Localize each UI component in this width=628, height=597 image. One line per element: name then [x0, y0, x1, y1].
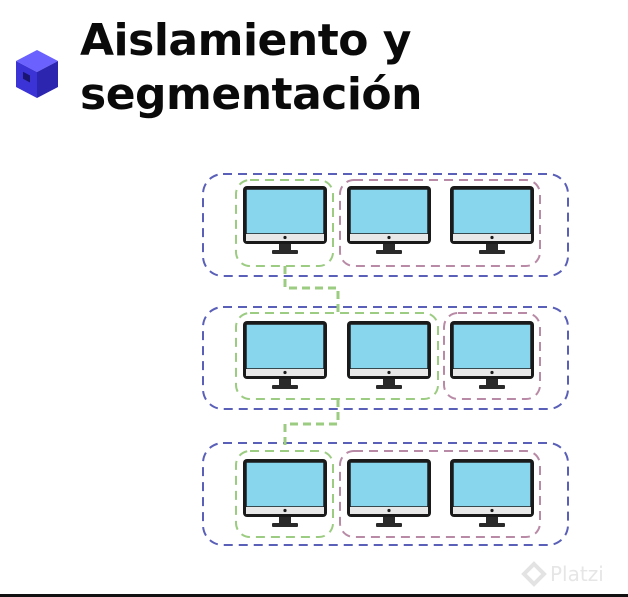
link-row-2-to-3 [283, 399, 340, 451]
green-segment-row-1 [235, 179, 334, 267]
title-line-1: Aislamiento y [80, 15, 411, 66]
monitor-icon [347, 321, 431, 389]
computers [243, 186, 534, 527]
platzi-watermark: Platzi [550, 562, 604, 586]
monitor-icon [450, 459, 534, 527]
monitor-icon [347, 186, 431, 254]
cube-icon [16, 50, 58, 98]
monitor-icon [243, 186, 327, 254]
platzi-logo-icon [521, 561, 547, 587]
page-title: Aislamiento y segmentación [80, 14, 422, 122]
pink-segment-row-2 [443, 312, 541, 400]
pink-segment-row-1 [339, 179, 541, 267]
pink-segments [339, 179, 541, 538]
pink-segment-row-3 [339, 450, 541, 538]
bottom-rule [0, 594, 628, 597]
monitor-icon [450, 321, 534, 389]
monitor-icon [347, 459, 431, 527]
title-line-2: segmentación [80, 69, 422, 120]
monitor-icon [243, 459, 327, 527]
monitor-icon [243, 321, 327, 389]
green-links [283, 266, 340, 451]
link-row-1-to-2 [283, 266, 340, 313]
monitor-icon [450, 186, 534, 254]
